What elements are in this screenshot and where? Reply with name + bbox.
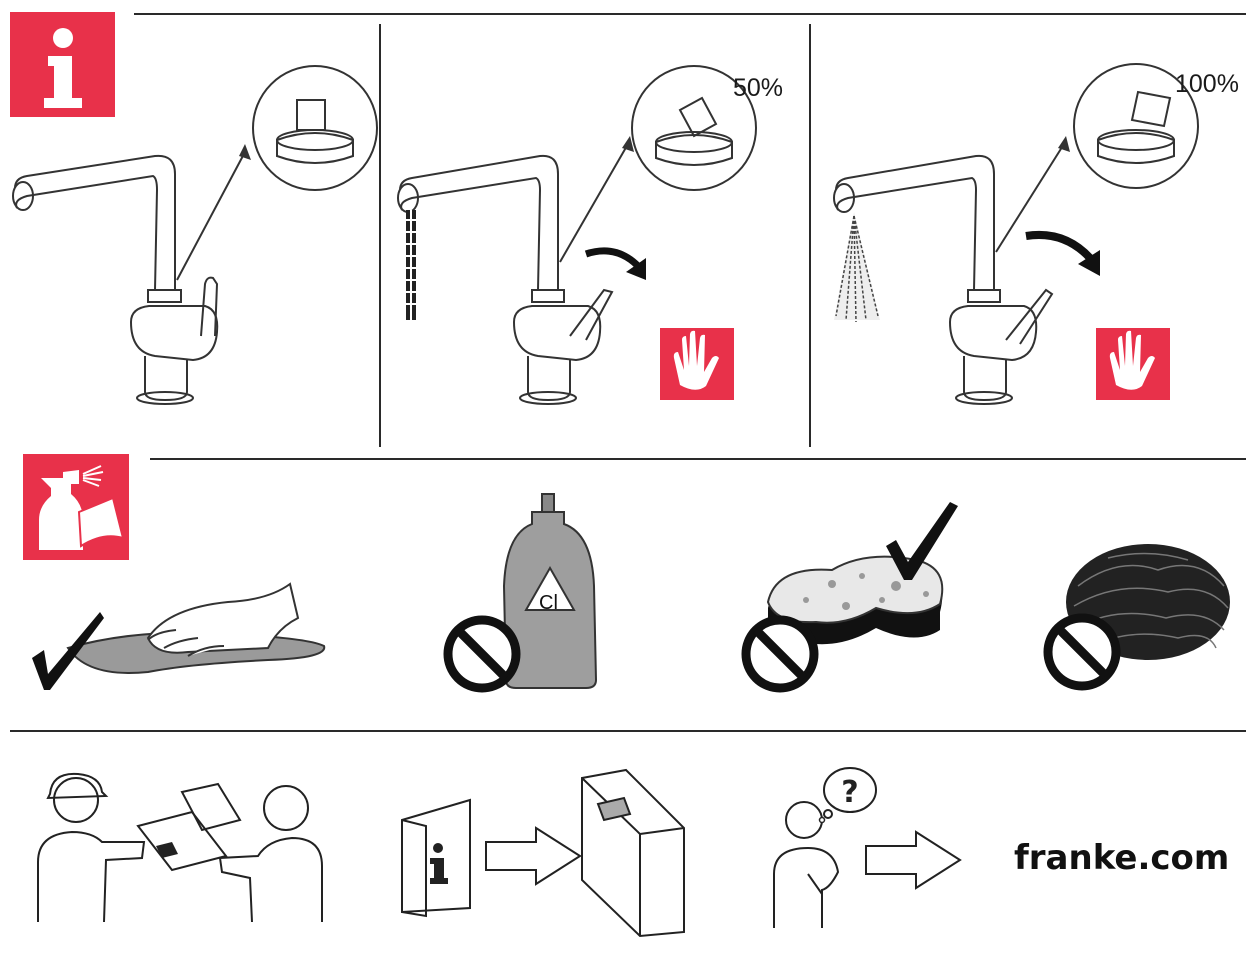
turn-arrow [584,247,641,269]
abrasive-sponge-prohibited-illustration [741,502,958,693]
hand-stop-icon [1109,330,1155,390]
arrow-right-icon [865,830,962,890]
question-person-illustration: ? [773,767,877,928]
check-icon [32,612,104,690]
arrow-right-icon [485,826,582,886]
faucet-half-illustration [397,65,757,405]
faucet-full-illustration [833,63,1199,405]
handover-manual-illustration [37,772,323,923]
cleaning-icon [23,454,129,560]
top-rule [134,13,1246,15]
divider-1 [379,24,381,447]
footer-rule [10,730,1246,732]
divider-2 [809,24,811,447]
faucet-closed-illustration [12,65,378,405]
info-booklet-illustration [401,798,471,918]
check-icon [886,502,958,580]
svg-text:?: ? [841,775,858,810]
soft-cloth-ok-illustration [32,582,326,690]
info-icon [10,12,115,117]
steel-wool-prohibited-illustration [1043,544,1230,691]
cleaning-rule [150,458,1246,460]
level-full-label: 100% [1175,70,1239,98]
hand-stop-icon [673,330,719,390]
level-half-label: 50% [733,74,784,102]
website-link[interactable]: franke.com [1014,838,1230,878]
full-manual-illustration [581,768,685,938]
chlorine-cleaner-prohibited-illustration [443,493,598,693]
chlorine-label: Cl [539,592,558,614]
turn-arrow [1025,231,1093,261]
